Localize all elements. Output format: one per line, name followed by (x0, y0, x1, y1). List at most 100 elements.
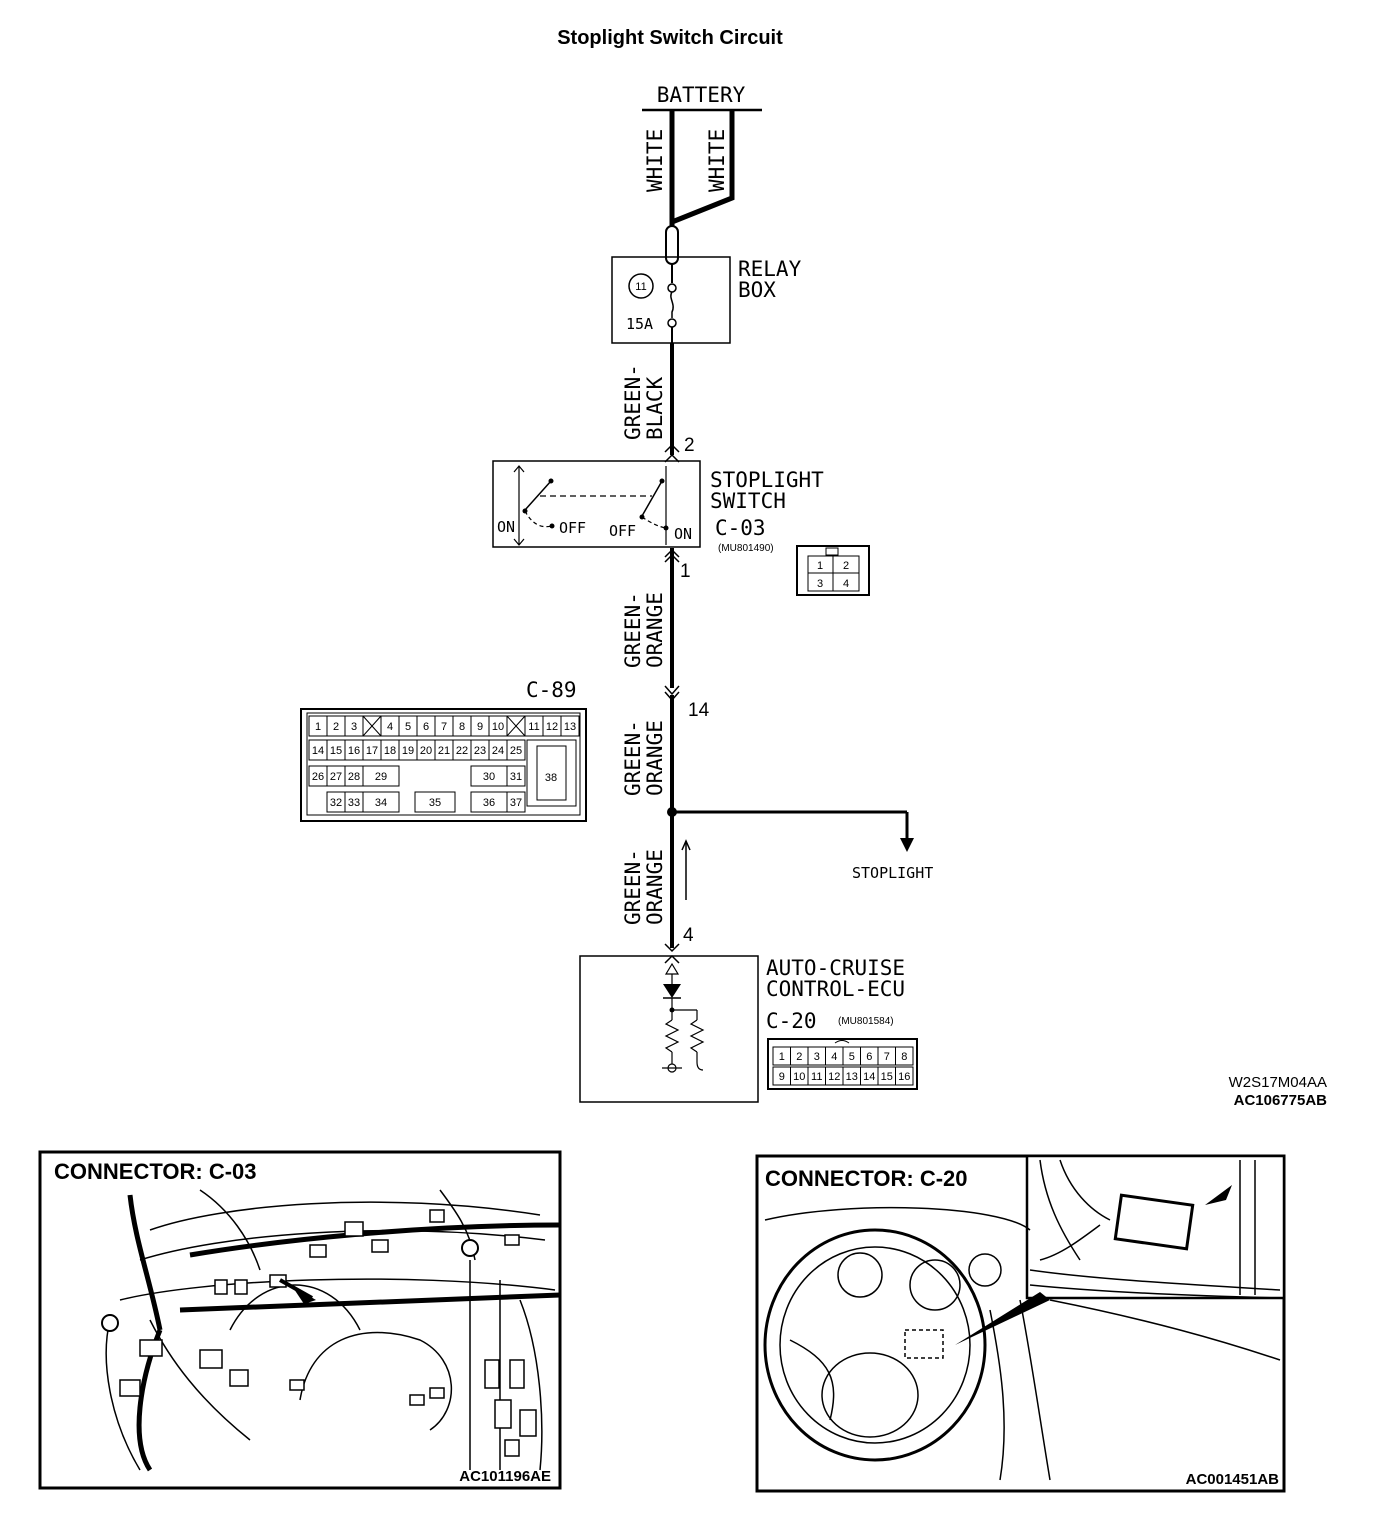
c89-pin-10: 10 (492, 721, 504, 733)
switch-off-left: OFF (559, 519, 586, 537)
resistor-icon (664, 1019, 680, 1053)
c20-pin-3: 3 (814, 1051, 820, 1063)
fuse-number: 11 (635, 281, 646, 293)
wire-label-white-left: WHITE (643, 129, 667, 192)
ecu-connector: C-20 (766, 1009, 817, 1033)
arrow-down-icon (900, 838, 914, 852)
c89-pin-6: 6 (423, 721, 429, 733)
c89-pin-1: 1 (315, 721, 321, 733)
wire-green-orange-3: GREEN- ORANGE 4 (621, 812, 694, 953)
c20-pin-10: 10 (793, 1071, 805, 1083)
c03-pin-3: 3 (817, 578, 823, 590)
c89-pin-23: 23 (474, 745, 486, 757)
fusible-link (665, 225, 679, 265)
c89-pin-20: 20 (420, 745, 432, 757)
arrow-pointer-icon (1205, 1185, 1232, 1205)
battery-label: BATTERY (657, 83, 746, 107)
c89-pin-22: 22 (456, 745, 468, 757)
connector-c03-location-illustration: CONNECTOR: C-03 (38, 1150, 562, 1490)
junction-pin: 14 (688, 700, 710, 721)
ecu-module-sketch (1113, 1193, 1195, 1251)
c20-pin-15: 15 (881, 1071, 893, 1083)
c20-pin-8-cell (895, 1046, 914, 1066)
c20-pin-6: 6 (866, 1051, 872, 1063)
stoplight-switch-label-line1: STOPLIGHT (710, 468, 824, 492)
wire-green-orange-1: 1 GREEN- ORANGE 14 (621, 548, 710, 721)
c20-pin-7: 7 (884, 1051, 890, 1063)
switch-off-right: OFF (609, 522, 636, 540)
branch-stoplight: STOPLIGHT (672, 810, 933, 882)
connector-c20-title: CONNECTOR: C-20 (765, 1166, 968, 1191)
c20-pin-5: 5 (849, 1051, 855, 1063)
relay-box-label-line1: RELAY (738, 257, 802, 281)
c03-pin-2: 2 (843, 560, 849, 572)
c89-pin-18: 18 (384, 745, 396, 757)
c20-pin-16: 16 (898, 1071, 910, 1083)
c20-pin-11: 11 (811, 1071, 822, 1083)
wire-label-white-right: WHITE (705, 129, 729, 192)
steering-wheel-sketch (763, 1206, 1281, 1481)
c89-pin-8: 8 (459, 721, 465, 733)
stoplight-switch-part-number: (MU801490) (718, 543, 774, 554)
current-flow-arrow-icon (681, 839, 691, 851)
c89-pin-13-cell (560, 715, 580, 737)
ecu-label-line2: CONTROL-ECU (766, 977, 905, 1001)
fuse-rating: 15A (626, 315, 653, 333)
wire-label-go1-line1: GREEN- (621, 592, 645, 668)
switch-on-left: ON (497, 518, 515, 536)
blank-pin-cross (362, 715, 382, 737)
callout-pointer (955, 1292, 1050, 1345)
c20-pin-1: 1 (779, 1051, 785, 1063)
stoplight-switch-connector: C-03 (715, 516, 766, 540)
resistor-icon (689, 1019, 705, 1053)
c89-pin-35-cell (414, 791, 456, 813)
c89-pin-38: 38 (545, 772, 557, 784)
c89-pin-4: 4 (387, 721, 393, 733)
ecu-pin: 4 (683, 925, 694, 946)
c89-pin-11: 11 (528, 721, 539, 733)
c20-pin-14: 14 (863, 1071, 875, 1083)
wire-label-go3-line2: ORANGE (643, 849, 667, 925)
auto-cruise-control-ecu: AUTO-CRUISE CONTROL-ECU C-20 (MU801584) (579, 954, 905, 1103)
c20-location-marker (904, 1329, 944, 1359)
c89-pin-27: 27 (330, 771, 342, 783)
wire-label-go3-line1: GREEN- (621, 849, 645, 925)
c20-pin-16-cell (895, 1066, 914, 1086)
switch-pin-bottom: 1 (680, 561, 691, 582)
ref-code-1: W2S17M04AA (1229, 1074, 1327, 1091)
c89-pin-29: 29 (375, 771, 387, 783)
c89-pin-2: 2 (333, 721, 339, 733)
c89-pin-15: 15 (330, 745, 342, 757)
c89-pin-5: 5 (405, 721, 411, 733)
c89-pin-12: 12 (546, 721, 558, 733)
wire-label-go2-line2: ORANGE (643, 720, 667, 796)
c89-pin-26: 26 (312, 771, 324, 783)
c89-pin-31-cell (506, 765, 526, 787)
relay-box: 11 15A RELAY BOX (611, 256, 802, 344)
c20-pin-2: 2 (796, 1051, 802, 1063)
page-title: Stoplight Switch Circuit (557, 27, 783, 49)
connector-c03-title: CONNECTOR: C-03 (54, 1159, 257, 1184)
ecu-part-number: (MU801584) (838, 1016, 894, 1027)
c89-pin-34-cell (362, 791, 400, 813)
c89-pin-3: 3 (351, 721, 357, 733)
c20-pin-9: 9 (779, 1071, 785, 1083)
wire-green-black: GREEN- BLACK 2 (621, 343, 695, 456)
diode-icon (663, 984, 681, 998)
connector-c03-code: AC101196AE (459, 1468, 551, 1485)
wire-label-green-black-line1: GREEN- (621, 364, 645, 440)
stoplight-switch: ON OFF OFF ON STOPLIGHT SWITCH C-03 (MU8… (492, 453, 824, 554)
white-wires: WHITE WHITE (643, 110, 735, 232)
ref-code-2: AC106775AB (1234, 1092, 1328, 1109)
wire-label-green-black-line2: BLACK (643, 376, 667, 440)
c89-pin-33: 33 (348, 797, 360, 809)
c03-pin-1: 1 (817, 560, 823, 572)
c89-pin-30: 30 (483, 771, 495, 783)
c89-pin-7: 7 (441, 721, 447, 733)
c03-pin-4: 4 (843, 578, 849, 590)
c89-pin-37-cell (506, 791, 526, 813)
c20-pin-13: 13 (846, 1071, 858, 1083)
